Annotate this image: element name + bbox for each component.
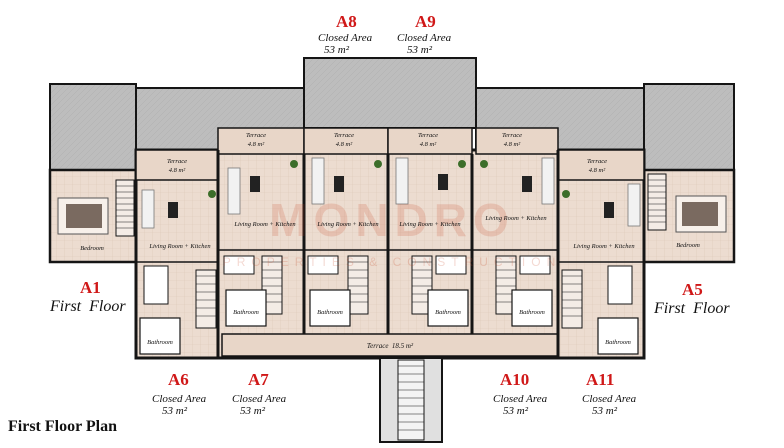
unit-code-a6: A6 (168, 370, 189, 389)
living-label-a9: Living Room + Kitchen (398, 221, 460, 228)
floor-label-a1: First Floor (50, 298, 126, 315)
walls (136, 150, 644, 358)
roof-areas (49, 57, 735, 171)
bedroom-label-a5: Bedroom (676, 242, 700, 249)
unit-code-a1: A1 (80, 278, 101, 297)
terrace-label-a11: Terrace (587, 158, 607, 165)
terrace-area-a11: 4.8 m² (589, 167, 606, 174)
unit-code-a9: A9 (415, 12, 436, 31)
terrace-area-a9: 4.8 m² (420, 141, 437, 148)
main-terrace-label: Terrace 18.5 m² (367, 342, 414, 350)
unit-code-a11: A11 (586, 370, 615, 389)
terrace-label-a10: Terrace (502, 132, 522, 139)
terrace-label-a6: Terrace (167, 158, 187, 165)
terrace-area-a8: 4.8 m² (336, 141, 353, 148)
living-label-a11: Living Room + Kitchen (572, 243, 634, 250)
bathroom-label-a10: Bathroom (519, 309, 545, 316)
terrace-label-a8: Terrace (334, 132, 354, 139)
bathroom-label-a6: Bathroom (147, 339, 173, 346)
sofas (141, 157, 641, 229)
living-label-a6: Living Room + Kitchen (148, 243, 210, 250)
living-label-a8: Living Room + Kitchen (316, 221, 378, 228)
watermark: MONDRO (269, 194, 515, 246)
terrace-area-a10: 4.8 m² (504, 141, 521, 148)
bathroom-label-a9: Bathroom (435, 309, 461, 316)
kitchens (143, 255, 633, 305)
bathroom-label-a8: Bathroom (317, 309, 343, 316)
bathrooms (139, 289, 639, 355)
unit-code-a5: A5 (682, 280, 703, 299)
unit-code-a8: A8 (336, 12, 357, 31)
terrace-area-a7: 4.8 m² (248, 141, 265, 148)
living-label-a7: Living Room + Kitchen (233, 221, 295, 228)
plants (208, 160, 570, 198)
entrance-stair (379, 357, 443, 443)
tv-units (168, 174, 614, 218)
unit-code-a10: A10 (500, 370, 530, 389)
bathroom-label-a11: Bathroom (605, 339, 631, 346)
terrace-label-a7: Terrace (246, 132, 266, 139)
stairs (115, 173, 667, 329)
beds (57, 195, 727, 235)
unit-code-a7: A7 (248, 370, 269, 389)
bathroom-label-a7: Bathroom (233, 309, 259, 316)
terrace-label-a9: Terrace (418, 132, 438, 139)
floor-label-a5: First Floor (654, 300, 730, 317)
plan-title: First Floor Plan (8, 418, 118, 435)
terrace-area-a6: 4.8 m² (169, 167, 186, 174)
watermark-sub: PROPERTIES & CONSTRUCTION (223, 255, 561, 269)
bedroom-label-a1: Bedroom (80, 245, 104, 252)
living-label-a10: Living Room + Kitchen (484, 215, 546, 222)
